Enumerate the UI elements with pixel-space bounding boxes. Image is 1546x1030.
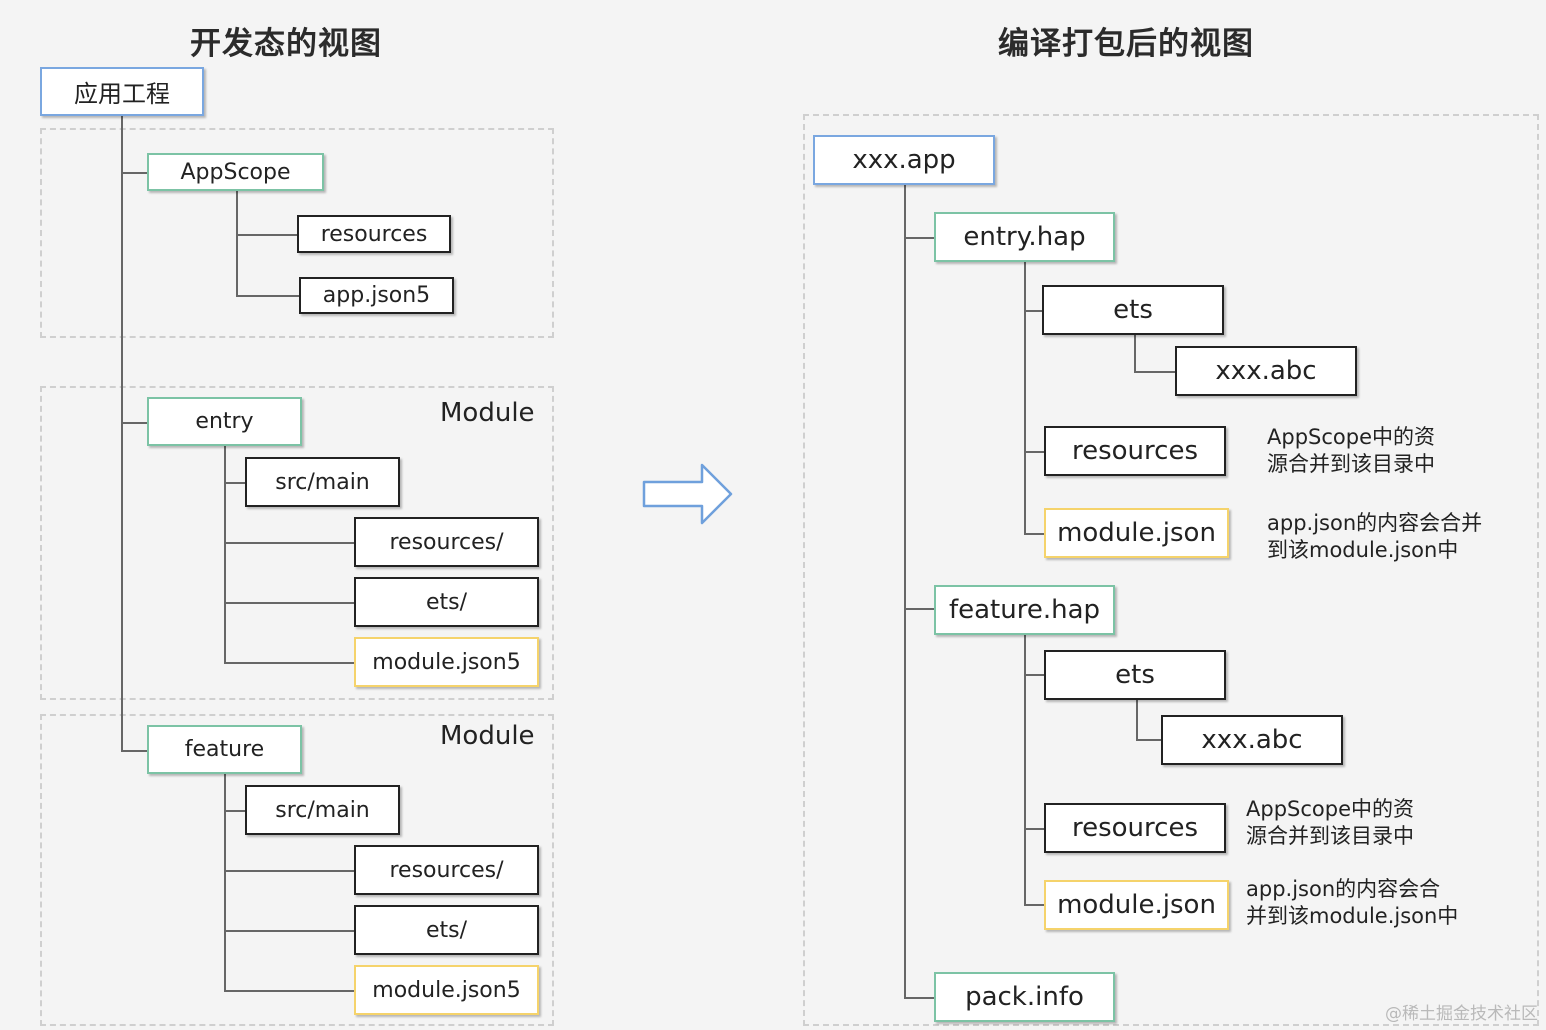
feature-module-json5-node: module.json5 [354, 965, 539, 1015]
connector-entry-hap-modulejson [1024, 533, 1045, 535]
feature-module-note-line-2: 并到该module.json中 [1246, 904, 1459, 928]
appscope-resources-node: resources [297, 215, 451, 253]
entry-resources-note: AppScope中的资 源合并到该目录中 [1267, 424, 1435, 478]
connector-feature-hap [904, 608, 935, 610]
entry-hap-trunk-line [1024, 262, 1026, 535]
feature-hap-abc-node: xxx.abc [1161, 715, 1343, 765]
pack-info-node: pack.info [934, 972, 1115, 1022]
connector-resources [236, 234, 298, 236]
connector-pack-info [904, 997, 935, 999]
entry-module-note-line-1: app.json的内容会合并 [1267, 511, 1483, 535]
feature-module-panel [40, 714, 554, 1026]
app-trunk-line [904, 184, 906, 999]
connector-feature-hap-resources [1024, 828, 1045, 830]
feature-resources-note-line-2: 源合并到该目录中 [1246, 824, 1414, 848]
connector-entry-ets [224, 602, 355, 604]
connector-entry-resources [224, 542, 355, 544]
connector-entry-abc [1134, 371, 1176, 373]
connector-entry-hap-ets [1024, 310, 1043, 312]
connector-feature-hap-ets [1024, 674, 1045, 676]
entry-resources-note-line-2: 源合并到该目录中 [1267, 452, 1435, 476]
entry-module-json5-node: module.json5 [354, 637, 539, 687]
entry-module-note-line-2: 到该module.json中 [1267, 538, 1459, 562]
output-panel [803, 114, 1539, 1026]
connector-feature-abc [1136, 739, 1162, 741]
entry-ets-trunk-line [1134, 335, 1136, 373]
connector-feature-modulejson5 [224, 990, 355, 992]
connector-appscope [121, 172, 148, 174]
connector-entry-hap [904, 237, 935, 239]
entry-hap-ets-node: ets [1042, 285, 1224, 335]
appscope-node: AppScope [147, 153, 324, 191]
feature-module-label: Module [440, 721, 535, 751]
connector-entry-modulejson5 [224, 662, 355, 664]
left-view-title: 开发态的视图 [190, 26, 382, 62]
feature-resources-note-line-1: AppScope中的资 [1246, 797, 1414, 821]
entry-hap-abc-node: xxx.abc [1175, 346, 1357, 396]
entry-hap-module-json-node: module.json [1044, 508, 1229, 558]
connector-entry [121, 422, 148, 424]
appscope-panel [40, 128, 554, 338]
feature-hap-ets-node: ets [1044, 650, 1226, 700]
app-root-node: xxx.app [813, 135, 995, 185]
feature-resources-note: AppScope中的资 源合并到该目录中 [1246, 796, 1414, 850]
feature-resources-node: resources/ [354, 845, 539, 895]
entry-ets-node: ets/ [354, 577, 539, 627]
appscope-trunk-line [236, 190, 238, 297]
right-view-title: 编译打包后的视图 [998, 26, 1254, 62]
feature-module-note: app.json的内容会合 并到该module.json中 [1246, 876, 1458, 930]
project-root-node: 应用工程 [40, 67, 204, 116]
feature-hap-module-json-node: module.json [1044, 880, 1229, 930]
connector-app-json5 [236, 295, 300, 297]
entry-hap-resources-node: resources [1044, 426, 1226, 476]
entry-src-main-node: src/main [245, 457, 400, 507]
transform-arrow-icon [642, 463, 733, 525]
app-json5-node: app.json5 [299, 277, 454, 314]
connector-feature-ets [224, 930, 355, 932]
feature-module-note-line-1: app.json的内容会合 [1246, 877, 1441, 901]
entry-resources-node: resources/ [354, 517, 539, 567]
feature-node: feature [147, 725, 302, 774]
feature-ets-trunk-line [1136, 700, 1138, 741]
connector-feature [121, 750, 148, 752]
connector-entry-src [224, 482, 246, 484]
watermark: @稀土掘金技术社区 [1385, 1004, 1538, 1024]
entry-module-panel [40, 386, 554, 700]
feature-hap-resources-node: resources [1044, 803, 1226, 853]
feature-hap-trunk-line [1024, 634, 1026, 906]
entry-trunk-line [224, 446, 226, 664]
entry-module-note: app.json的内容会合并 到该module.json中 [1267, 510, 1482, 564]
feature-trunk-line [224, 774, 226, 992]
entry-resources-note-line-1: AppScope中的资 [1267, 425, 1435, 449]
connector-feature-hap-modulejson [1024, 904, 1045, 906]
feature-src-main-node: src/main [245, 785, 400, 835]
entry-module-label: Module [440, 398, 535, 428]
entry-hap-node: entry.hap [934, 212, 1115, 262]
root-trunk-line [121, 116, 123, 752]
connector-entry-hap-resources [1024, 451, 1045, 453]
connector-feature-src [224, 810, 246, 812]
entry-node: entry [147, 397, 302, 446]
feature-hap-node: feature.hap [934, 585, 1115, 635]
connector-feature-resources [224, 870, 355, 872]
feature-ets-node: ets/ [354, 905, 539, 955]
